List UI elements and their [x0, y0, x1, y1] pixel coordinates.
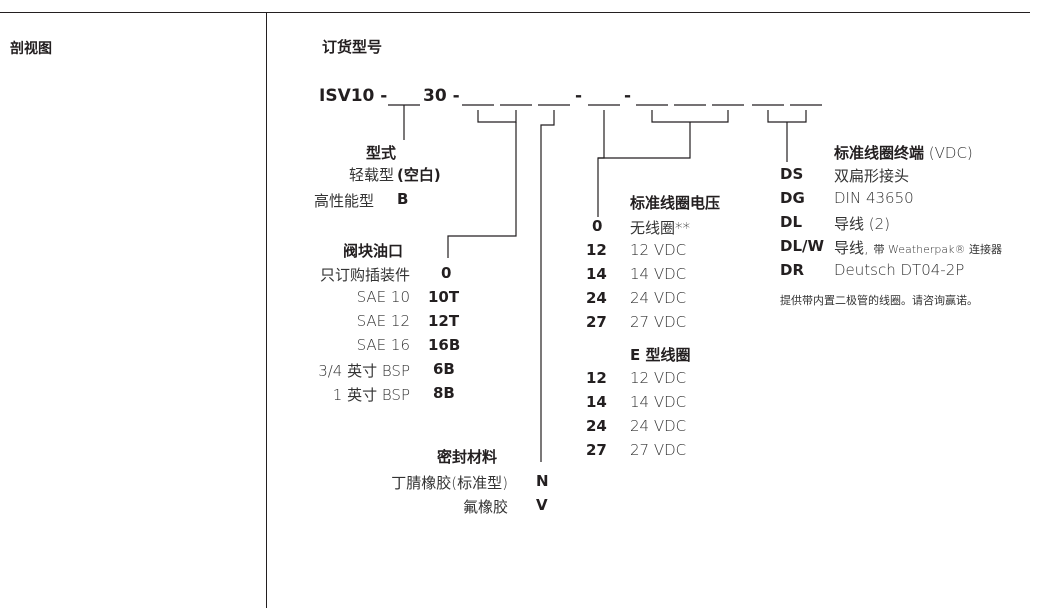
type-code-0: (空白)	[397, 166, 441, 184]
port-code-3: 16B	[428, 336, 461, 354]
port-label-1: SAE 10	[356, 288, 410, 306]
e-coil-label-0: 12 VDC	[630, 369, 687, 387]
voltage-label-1: 12 VDC	[630, 241, 687, 259]
seal-heading: 密封材料	[437, 448, 498, 466]
voltage-code-2: 14	[586, 265, 607, 283]
voltage-code-0: 0	[592, 217, 603, 235]
term-label-3-row: 导线, 带 Weatherpak® 连接器	[834, 237, 1002, 258]
section-title: 订货型号	[322, 38, 383, 56]
termination-heading-row: 标准线圈终端 (VDC)	[834, 142, 973, 163]
e-coil-label-2: 24 VDC	[630, 417, 687, 435]
top-rule	[0, 12, 1030, 13]
voltage-heading: 标准线圈电压	[630, 194, 721, 212]
type-label-1: 高性能型	[313, 192, 374, 210]
port-label-4: 3/4 英寸 BSP	[318, 362, 410, 380]
type-code-1: B	[397, 190, 409, 208]
term-label-2: 导线 (2)	[834, 215, 891, 233]
port-code-1: 10T	[428, 288, 460, 306]
port-code-5: 8B	[433, 384, 455, 402]
e-coil-label-1: 14 VDC	[630, 393, 687, 411]
voltage-label-3: 24 VDC	[630, 289, 687, 307]
voltage-label-0: 无线圈**	[630, 219, 691, 237]
type-heading: 型式	[366, 144, 397, 162]
termination-note: 提供带内置二极管的线圈。请咨询赢诺。	[780, 294, 978, 307]
model-prefix: ISV10 -	[319, 86, 388, 106]
port-code-0: 0	[441, 264, 452, 282]
seal-label-0: 丁腈橡胶(标准型)	[391, 474, 508, 492]
e-coil-code-2: 24	[586, 417, 607, 435]
voltage-label-2: 14 VDC	[630, 265, 687, 283]
e-coil-label-3: 27 VDC	[630, 441, 687, 459]
e-coil-heading: E 型线圈	[630, 346, 691, 364]
model-mid: 30 -	[423, 86, 460, 106]
port-label-2: SAE 12	[356, 312, 410, 330]
term-code-0: DS	[780, 165, 804, 183]
voltage-label-4: 27 VDC	[630, 313, 687, 331]
seal-label-1: 氟橡胶	[462, 498, 508, 516]
port-code-4: 6B	[433, 360, 455, 378]
port-label-3: SAE 16	[356, 336, 410, 354]
term-code-4: DR	[780, 261, 805, 279]
term-label-3-small: 带 Weatherpak® 连接器	[873, 243, 1002, 256]
term-label-4: Deutsch DT04-2P	[834, 261, 965, 279]
termination-heading: 标准线圈终端	[834, 144, 925, 162]
e-coil-code-1: 14	[586, 393, 607, 411]
seal-code-0: N	[536, 472, 549, 490]
term-code-2: DL	[780, 213, 803, 231]
type-label-0: 轻载型	[348, 166, 394, 184]
port-code-2: 12T	[428, 312, 460, 330]
sidebar-title: 剖视图	[10, 41, 52, 57]
seal-code-1: V	[536, 496, 548, 514]
termination-heading-suffix: (VDC)	[924, 144, 973, 162]
model-dash-2: -	[624, 86, 632, 106]
term-label-3: 导线,	[834, 239, 874, 257]
voltage-code-1: 12	[586, 241, 607, 259]
voltage-code-3: 24	[586, 289, 607, 307]
model-dash-1: -	[575, 86, 583, 106]
port-label-0: 只订购插装件	[319, 266, 410, 284]
e-coil-code-0: 12	[586, 369, 607, 387]
port-heading: 阀块油口	[343, 242, 404, 260]
voltage-code-4: 27	[586, 313, 607, 331]
column-divider	[266, 12, 267, 608]
term-label-0: 双扁形接头	[834, 167, 910, 185]
term-code-3: DL/W	[780, 237, 825, 255]
term-label-1: DIN 43650	[834, 189, 914, 207]
term-code-1: DG	[780, 189, 805, 207]
e-coil-code-3: 27	[586, 441, 607, 459]
port-label-5: 1 英寸 BSP	[332, 386, 410, 404]
